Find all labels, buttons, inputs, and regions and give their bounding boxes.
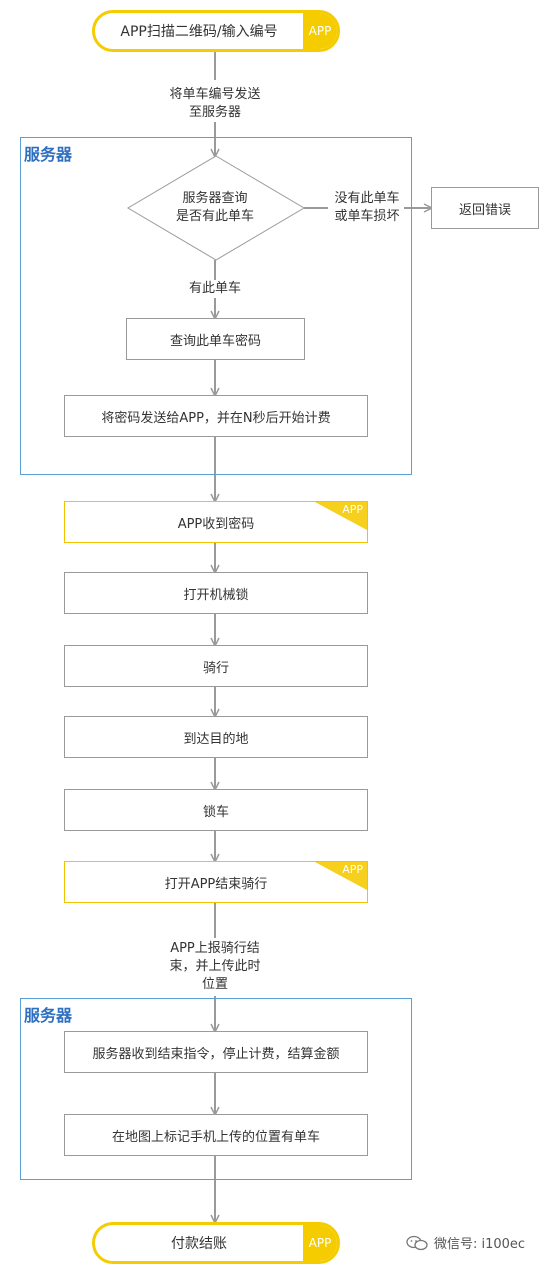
start-node-label: APP扫描二维码/输入编号 [120,24,278,40]
decision-query-text: 服务器查询 是否有此单车 [140,190,290,226]
edge-label-send-number-line2: 至服务器 [188,105,241,120]
app-end-label: 打开APP结束骑行 [164,876,268,892]
wechat-icon [406,1235,428,1250]
app-receive-box: APP APP收到密码 [64,501,368,543]
decision-query-line2: 是否有此单车 [175,209,254,224]
edge-label-has-bike: 有此单车 [160,280,270,298]
query-password-label: 查询此单车密码 [169,333,261,349]
open-lock-box: 打开机械锁 [64,572,368,614]
app-badge: APP [303,1225,337,1261]
decision-query-line1: 服务器查询 [182,191,248,206]
server-region-1: 服务器 [20,137,412,475]
app-corner-flag [315,502,367,530]
mark-map-label: 在地图上标记手机上传的位置有单车 [111,1129,320,1145]
end-node-label: 付款结账 [171,1236,227,1252]
app-corner-text: APP [342,503,363,516]
query-password-box: 查询此单车密码 [126,318,305,360]
app-corner-text: APP [342,863,363,876]
arrive-label: 到达目的地 [183,731,249,747]
app-receive-label: APP收到密码 [177,516,255,532]
decision-diamond [127,155,305,261]
app-corner-flag [315,862,367,890]
send-password-box: 将密码发送给APP，并在N秒后开始计费 [64,395,368,437]
edge-label-report-line2: 束，并上传此时 [169,959,261,974]
ride-label: 骑行 [202,660,229,676]
open-lock-label: 打开机械锁 [183,587,249,603]
app-end-box: APP 打开APP结束骑行 [64,861,368,903]
server-stop-box: 服务器收到结束指令，停止计费，结算金额 [64,1031,368,1073]
server-region-1-title: 服务器 [24,145,73,164]
server-region-2-title: 服务器 [24,1006,73,1025]
arrive-box: 到达目的地 [64,716,368,758]
server-region-2: 服务器 [20,998,412,1180]
edge-label-no-bike-line2: 或单车损坏 [334,209,400,224]
start-node: APP扫描二维码/输入编号 APP [92,10,340,52]
watermark-text: 微信号: i100ec [434,1237,526,1252]
edge-label-no-bike-line1: 没有此单车 [334,191,400,206]
return-error-box: 返回错误 [431,187,539,229]
watermark: 微信号: i100ec [406,1233,525,1252]
app-badge: APP [303,13,337,49]
edge-label-send-number: 将单车编号发送 至服务器 [140,86,290,122]
edge-label-report: APP上报骑行结 束，并上传此时 位置 [150,940,280,994]
ride-box: 骑行 [64,645,368,687]
server-stop-label: 服务器收到结束指令，停止计费，结算金额 [92,1046,340,1062]
return-error-label: 返回错误 [458,202,511,218]
edge-label-send-number-line1: 将单车编号发送 [169,87,261,102]
send-password-label: 将密码发送给APP，并在N秒后开始计费 [101,410,331,426]
edge-label-has-bike-text: 有此单车 [188,281,241,296]
edge-label-no-bike: 没有此单车 或单车损坏 [328,190,406,226]
end-node: 付款结账 APP [92,1222,340,1264]
edge-label-report-line3: 位置 [201,977,228,992]
mark-map-box: 在地图上标记手机上传的位置有单车 [64,1114,368,1156]
lock-bike-label: 锁车 [202,804,229,820]
edge-label-report-line1: APP上报骑行结 [170,941,260,956]
lock-bike-box: 锁车 [64,789,368,831]
